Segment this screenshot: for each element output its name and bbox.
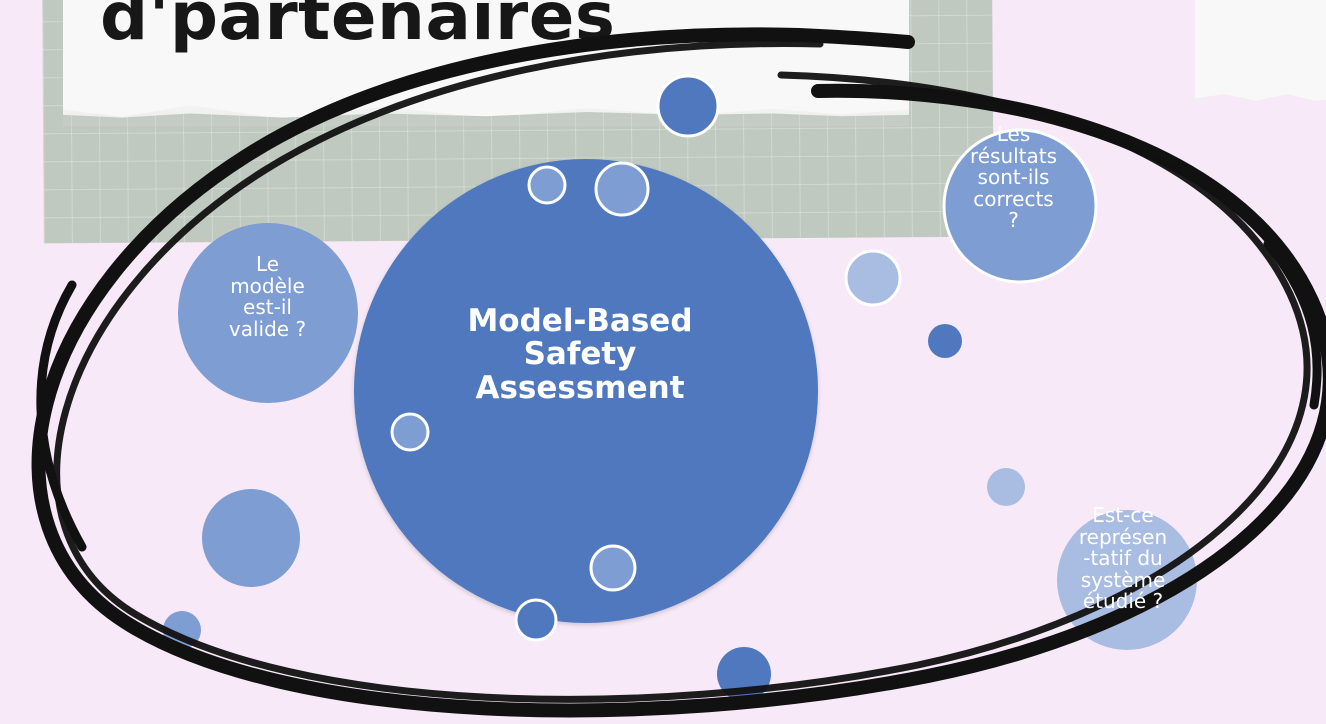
results-correct-line-5: ? [1008,208,1019,233]
hand-drawn-oval-inner-stroke [53,40,1311,703]
question-circle-model-validity [178,223,358,403]
header-title: d'partenaires [100,0,616,55]
results-correct-line-3: sont-ils [977,165,1050,190]
decorative-small-circle [527,165,567,205]
decorative-small-circle [514,598,558,642]
representative-line-1: Est-ce [1092,503,1154,527]
representative-line-2: représen [1078,524,1168,549]
model-validity-line-1: Le [255,252,280,276]
hand-drawn-oval-left-thick [36,280,87,552]
main-topic-label: Model-Based Safety Assessment [455,303,705,406]
model-validity-label: Le modèle est-il valide ? [205,252,330,341]
representative-line-5: étudié ? [1082,589,1164,614]
main-topic-line-2: Safety [523,336,637,373]
decorative-small-circle [594,161,650,217]
hand-drawn-oval-outline [31,27,1326,718]
main-topic-circle [354,159,818,623]
corner-paper [1195,0,1326,101]
results-correct-line-2: résultats [969,143,1058,168]
question-circle-results-correct [942,128,1098,284]
main-topic-line-3: Assessment [475,369,685,406]
decorative-small-circle [589,544,637,592]
decorative-small-circle [202,489,300,587]
representative-line-4: système [1080,567,1166,592]
decorative-small-circle [844,249,902,307]
hand-drawn-oval-right-thick [1263,239,1322,410]
representative-label: Est-ce représen -tatif du système étudié… [1062,503,1184,614]
question-circle-representative [1057,510,1197,650]
model-validity-line-2: modèle [230,273,305,298]
decorative-small-circle [390,412,430,452]
model-validity-line-4: valide ? [228,316,307,341]
model-validity-line-3: est-il [243,295,292,320]
representative-line-3: -tatif du [1083,546,1163,571]
main-topic-line-1: Model-Based [467,303,693,339]
results-correct-label: Les résultats sont-ils corrects ? [950,122,1077,233]
results-correct-line-4: corrects [973,186,1054,211]
decorative-small-circle [987,468,1025,506]
results-correct-line-1: Les [996,122,1031,146]
decorative-small-circle [928,324,962,358]
decorative-small-circle [656,74,720,138]
